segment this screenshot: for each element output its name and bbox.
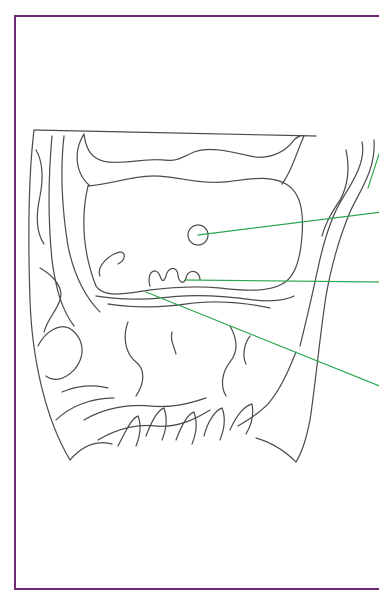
leader-lines [146,145,379,387]
right-inner-contour [300,142,363,346]
left-lower-contour [62,386,108,392]
upper-cavity [84,134,304,162]
tooth-cusps [149,269,200,287]
central-ridges-2 [171,332,176,354]
main-cavity [84,176,303,294]
lower-finger-4 [204,408,224,440]
right-lower-contour [238,352,296,426]
upper-cavity-right-wall [282,136,304,184]
right-outer-contour [296,140,374,462]
left-inner-contour-2 [62,136,100,312]
lower-finger-2 [146,408,166,440]
leader-line-3 [186,280,379,282]
bottom-left-base [70,443,112,460]
lower-finger-3 [176,412,196,444]
left-lower-contour-2 [56,398,114,420]
right-outer-rim [322,150,348,236]
central-ridges-3 [223,326,236,396]
left-cusp-hook [99,252,124,276]
upper-cavity-left-wall [77,134,90,186]
mid-floor [96,296,294,301]
anatomical-diagram [0,0,379,576]
anatomy-outline [29,130,374,462]
left-ridge-mid [40,268,61,332]
leader-line-2 [198,212,379,235]
diagram-canvas [0,0,379,576]
left-ridge-upper [36,150,44,244]
central-ridges-4 [244,336,250,364]
central-ridges [125,322,143,396]
lower-finger-1 [118,416,140,446]
top-rim-line [34,130,316,136]
mid-floor-shadow [108,302,270,308]
left-lower-loop [38,327,82,380]
bottom-right-base [256,438,296,462]
lower-arch-2 [98,410,210,440]
